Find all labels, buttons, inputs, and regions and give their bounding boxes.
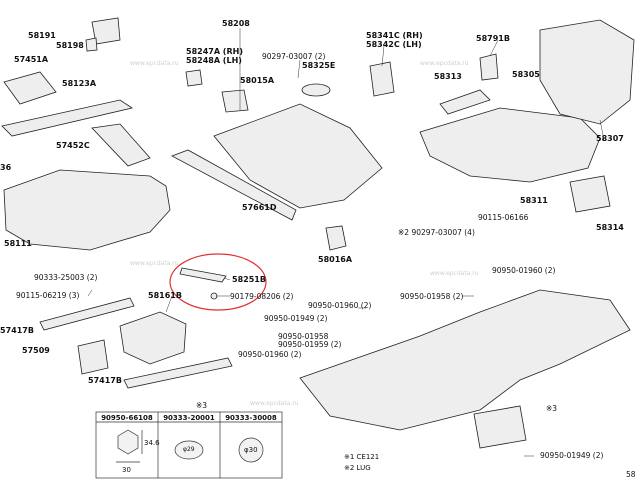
- callout-58016A[interactable]: 58016A: [318, 255, 353, 264]
- callout-90950-01958-a[interactable]: 90950-01958 (2): [400, 292, 464, 301]
- part-58247A-drawing: [185, 69, 203, 87]
- part-57509-drawing: [77, 339, 109, 375]
- callout-90950-01958-b[interactable]: 90950-01958: [278, 332, 329, 341]
- mark-3-table: ※3: [196, 401, 208, 410]
- part-58307-drawing: [539, 19, 635, 125]
- part-58208-drawing: [213, 103, 383, 209]
- part-floor-bracket-drawing: [473, 405, 527, 449]
- part-58313-drawing: [439, 89, 491, 115]
- callout-58313[interactable]: 58313: [434, 72, 462, 81]
- part-57417B-upper-drawing: [39, 297, 135, 331]
- part-58111-drawing: [3, 169, 171, 251]
- part-57452C-drawing: [91, 123, 151, 167]
- callout-58123A[interactable]: 58123A: [62, 79, 97, 88]
- callout-58247A[interactable]: 58247A (RH): [186, 47, 243, 56]
- callout-58111[interactable]: 58111: [4, 239, 32, 248]
- dim-phi-29: φ29: [183, 446, 195, 453]
- callout-58314[interactable]: 58314: [596, 223, 624, 232]
- part-58341C-drawing: [369, 61, 395, 97]
- legend-line-1: ※1 CE121: [344, 453, 380, 461]
- callout-58311[interactable]: 58311: [520, 196, 548, 205]
- part-58314-drawing: [569, 175, 611, 213]
- callout-90950-01959[interactable]: 90950-01959 (2): [278, 340, 342, 349]
- dim-phi-30: φ30: [244, 446, 258, 454]
- callout-90950-01960-a[interactable]: 90950-01960 (2): [492, 266, 556, 275]
- callout-57417B-lower[interactable]: 57417B: [88, 376, 122, 385]
- callout-90297-03007-rear[interactable]: ※2 90297-03007 (4): [398, 228, 475, 237]
- watermark: www.epcdata.ru: [250, 400, 299, 407]
- callout-58342C[interactable]: 58342C (LH): [366, 40, 422, 49]
- part-58791B-drawing: [479, 53, 499, 81]
- part-58191-drawing: [91, 17, 121, 45]
- callout-58791B[interactable]: 58791B: [476, 34, 510, 43]
- callout-90950-01949-b[interactable]: 90950-01949 (2): [540, 451, 604, 460]
- table-header-3: 90333-30008: [225, 414, 277, 422]
- callout-58198[interactable]: 58198: [56, 41, 84, 50]
- callout-57452C[interactable]: 57452C: [56, 141, 90, 150]
- part-58123A-drawing: [1, 99, 133, 137]
- part-58325E-drawing: [301, 83, 331, 97]
- corner-number: 58: [626, 470, 636, 479]
- callout-57451A[interactable]: 57451A: [14, 55, 49, 64]
- watermark: www.epcdata.ru: [130, 60, 179, 67]
- callout-58161B[interactable]: 58161B: [148, 291, 182, 300]
- table-header-2: 90333-20001: [163, 414, 215, 422]
- callout-57661D[interactable]: 57661D: [242, 203, 277, 212]
- callout-90950-01960-b[interactable]: 90950-01960 (2): [308, 301, 372, 310]
- callout-58248A[interactable]: 58248A (LH): [186, 56, 242, 65]
- callout-58251B[interactable]: 58251B: [232, 275, 266, 284]
- watermark: www.epcdata.ru: [130, 260, 179, 267]
- part-58311-drawing: [419, 107, 601, 183]
- part-57417B-lower-drawing: [123, 357, 233, 389]
- watermark: www.epcdata.ru: [420, 60, 469, 67]
- fastener-table: [95, 411, 283, 479]
- callout-58208[interactable]: 58208: [222, 19, 250, 28]
- part-57661D-drawing: [171, 149, 297, 221]
- table-header-1: 90950-66108: [101, 414, 153, 422]
- callout-58305[interactable]: 58305: [512, 70, 540, 79]
- part-58198-drawing: [85, 37, 98, 52]
- callout-57417B-upper[interactable]: 57417B: [0, 326, 34, 335]
- callout-58191[interactable]: 58191: [28, 31, 56, 40]
- plug-30-icon: [238, 437, 264, 463]
- dim-height: 34.6: [144, 439, 160, 447]
- callout-90179-08206[interactable]: 90179-08206 (2): [230, 292, 294, 301]
- part-58251B-drawing: [179, 267, 227, 283]
- callout-36[interactable]: 36: [0, 163, 12, 172]
- highlight-circle: [169, 253, 267, 311]
- callout-58325E[interactable]: 58325E: [302, 61, 336, 70]
- callout-90115-06166[interactable]: 90115-06166: [478, 213, 529, 222]
- callout-58341C[interactable]: 58341C (RH): [366, 31, 423, 40]
- hex-nut-icon: [117, 429, 139, 455]
- callout-90297-03007-top[interactable]: 90297-03007 (2): [262, 52, 326, 61]
- part-58016A-drawing: [325, 225, 347, 251]
- dim-width: 30: [122, 466, 131, 474]
- mark-3-right: ※3: [546, 404, 558, 413]
- part-57451A-drawing: [3, 71, 57, 105]
- callout-90115-06219[interactable]: 90115-06219 (3): [16, 291, 80, 300]
- watermark: www.epcdata.ru: [430, 270, 479, 277]
- part-58161B-drawing: [119, 311, 187, 365]
- callout-57509[interactable]: 57509: [22, 346, 50, 355]
- callout-90950-01949-a[interactable]: 90950-01949 (2): [264, 314, 328, 323]
- callout-90950-01960-c[interactable]: 90950-01960 (2): [238, 350, 302, 359]
- part-58015A-drawing: [221, 89, 249, 113]
- callout-90333-25003[interactable]: 90333-25003 (2): [34, 273, 98, 282]
- callout-58015A[interactable]: 58015A: [240, 76, 275, 85]
- part-floor-assembly-drawing: [299, 289, 631, 431]
- plug-29-icon: [174, 440, 204, 460]
- callout-58307[interactable]: 58307: [596, 134, 624, 143]
- legend-line-2: ※2 LUG: [344, 464, 371, 472]
